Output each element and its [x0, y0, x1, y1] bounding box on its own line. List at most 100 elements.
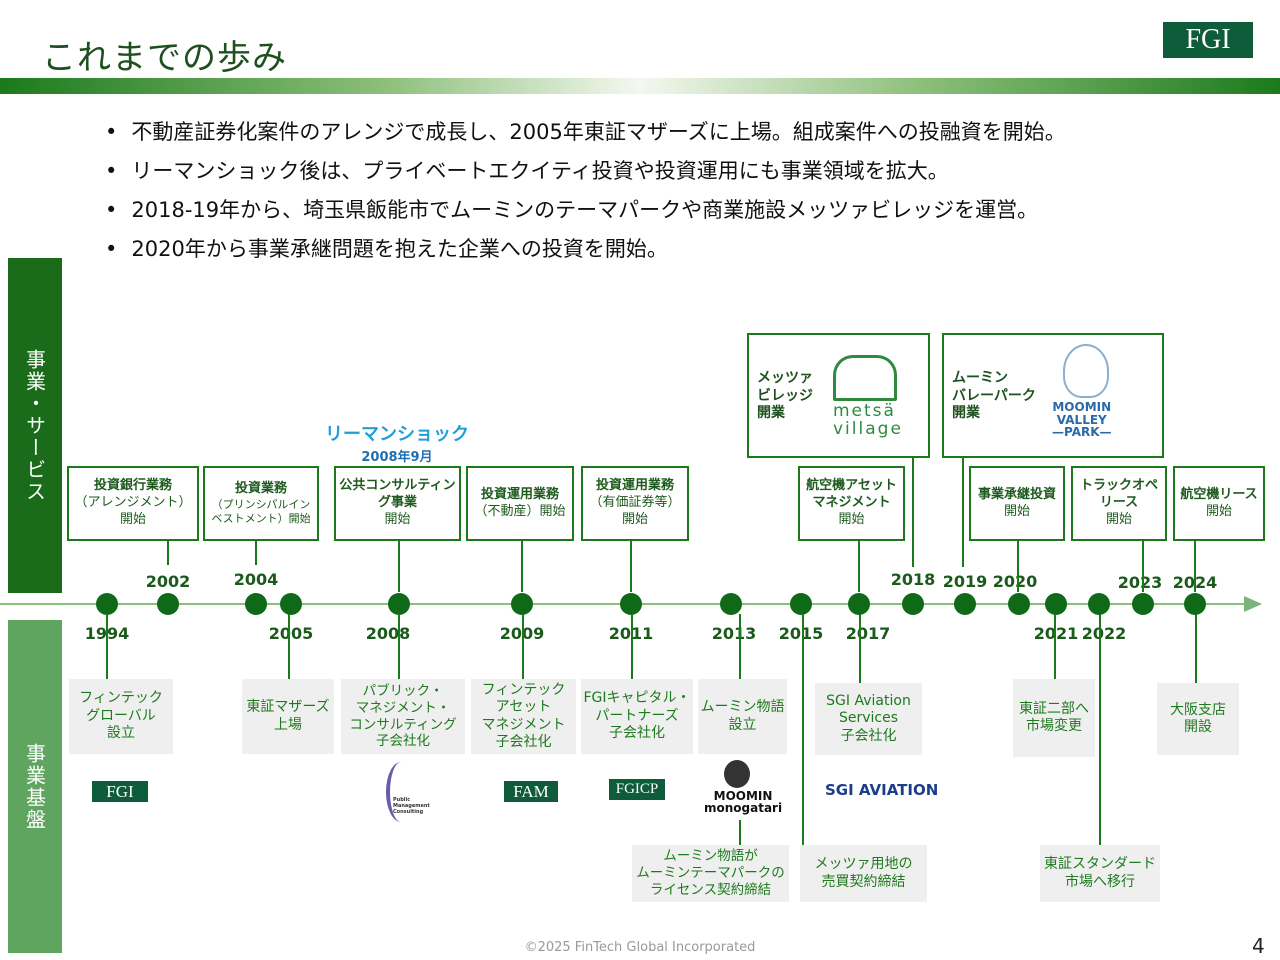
services-band-label: 事業・サービス [8, 258, 62, 593]
service-title: 公共コンサルティング事業 [339, 478, 456, 511]
service-subtitle: 開始 [1205, 503, 1232, 519]
service-subtitle: （アレンジメント） 開始 [74, 495, 192, 527]
page-title: これまでの歩み [42, 38, 287, 78]
connector-line [398, 540, 400, 592]
foundation-box: 東証二部へ 市場変更 [1013, 679, 1095, 757]
foundation-box: フィンテック アセット マネジメント 子会社化 [471, 679, 576, 754]
connector-line [167, 540, 169, 565]
service-box: 投資運用業務（不動産）開始 [466, 466, 574, 541]
connector-line [106, 614, 108, 679]
connector-line [962, 457, 964, 567]
foundation-band-label: 事業基盤 [8, 620, 62, 953]
arrow-right-icon [1244, 596, 1262, 612]
connector-line [1194, 540, 1196, 592]
service-subtitle: （不動産）開始 [474, 503, 566, 519]
connector-line [630, 540, 632, 592]
connector-line [859, 614, 861, 683]
title-gradient-bar [0, 78, 1280, 94]
copyright: ©2025 FinTech Global Incorporated [524, 940, 756, 955]
year-label: 2005 [268, 624, 314, 643]
service-box: 投資銀行業務（アレンジメント） 開始 [67, 466, 199, 541]
connector-line [521, 540, 523, 592]
service-subtitle: 開始 [838, 511, 865, 527]
timeline-dot [620, 593, 642, 615]
timeline-dot [157, 593, 179, 615]
service-box: 航空機リース開始 [1173, 466, 1265, 541]
connector-line [1099, 614, 1101, 845]
connector-line [912, 457, 914, 567]
foundation-box: 東証マザーズ 上場 [242, 679, 334, 754]
metsa-house-icon [833, 355, 897, 401]
timeline-dot [848, 593, 870, 615]
timeline-dot [1184, 593, 1206, 615]
bullet-item: リーマンショック後は、プライベートエクイティ投資や投資運用にも事業領域を拡大。 [105, 155, 948, 185]
metsa-village-logo: metsä village [833, 401, 903, 439]
page-number: 4 [1252, 934, 1265, 958]
connector-line [631, 614, 633, 679]
timeline-dot [720, 593, 742, 615]
timeline-dot [1132, 593, 1154, 615]
service-box: トラックオペリース開始 [1071, 466, 1167, 541]
timeline-dot [1045, 593, 1067, 615]
timeline-dot [954, 593, 976, 615]
connector-line [288, 614, 290, 679]
service-box: 公共コンサルティング事業開始 [334, 466, 461, 541]
fam-logo: FAM [504, 781, 558, 802]
connector-line [739, 820, 741, 845]
timeline-dot [96, 593, 118, 615]
service-subtitle: 開始 [384, 511, 411, 527]
service-subtitle: （プリンシパルインベストメント）開始 [211, 497, 311, 525]
foundation-box: 東証スタンダード 市場へ移行 [1040, 845, 1160, 902]
fgi-logo-small: FGI [92, 781, 148, 802]
connector-line [858, 540, 860, 592]
connector-line [255, 540, 257, 565]
service-title: 事業承継投資 [977, 486, 1056, 502]
service-title: 投資運用業務 [595, 478, 674, 494]
moomin-valley-park-logo: MOOMIN VALLEY —PARK— [1052, 400, 1112, 440]
year-label: 2021 [1033, 624, 1079, 643]
service-title: 投資銀行業務 [93, 478, 172, 494]
timeline-dot [245, 593, 267, 615]
foundation-box: ムーミン物語 設立 [698, 679, 787, 754]
connector-line [1195, 614, 1197, 683]
opening-label: メッツァ ビレッジ 開業 [757, 370, 813, 421]
bullet-item: 2018-19年から、埼玉県飯能市でムーミンのテーマパークや商業施設メッツァビレ… [105, 194, 1038, 224]
timeline-dot [790, 593, 812, 615]
sgi-aviation-logo: SGI AVIATION [825, 781, 939, 799]
year-label: 2018 [890, 570, 936, 589]
foundation-box: フィンテック グローバル 設立 [69, 679, 173, 754]
timeline-dot [280, 593, 302, 615]
fgicp-logo: FGICP [609, 779, 665, 800]
year-label: 2019 [942, 572, 988, 591]
connector-line [522, 614, 524, 679]
connector-line [398, 614, 400, 679]
foundation-box: パブリック・ マネジメント・ コンサルティング 子会社化 [341, 679, 465, 754]
service-subtitle: （有価証券等） 開始 [589, 495, 681, 527]
lehman-shock-label: リーマンショック 2008年9月 [325, 420, 469, 465]
foundation-box: 大阪支店 開設 [1157, 683, 1239, 755]
pmc-logo: Public Management Consulting [393, 797, 430, 815]
service-title: トラックオペリース [1079, 478, 1158, 511]
timeline-dot [902, 593, 924, 615]
connector-line [1054, 614, 1056, 679]
service-title: 航空機リース [1180, 486, 1258, 502]
service-box: 航空機アセットマネジメント開始 [798, 466, 905, 541]
year-label: 2004 [233, 570, 279, 589]
fgi-logo: FGI [1163, 22, 1253, 58]
connector-line [802, 614, 804, 845]
opening-box [942, 333, 1164, 458]
foundation-box: ムーミン物語が ムーミンテーマパークの ライセンス契約締結 [632, 845, 789, 902]
timeline-dot [388, 593, 410, 615]
year-label: 2020 [992, 572, 1038, 591]
service-box: 投資運用業務（有価証券等） 開始 [581, 466, 689, 541]
year-label: 2008 [365, 624, 411, 643]
service-title: 投資運用業務 [480, 486, 559, 502]
opening-label: ムーミン バレーパーク 開業 [952, 370, 1036, 421]
connector-line [1017, 540, 1019, 592]
pmc-swoosh-icon [386, 762, 416, 822]
year-label: 2015 [778, 624, 824, 643]
year-label: 2013 [711, 624, 757, 643]
foundation-box: メッツァ用地の 売買契約締結 [800, 845, 927, 902]
connector-line [1142, 540, 1144, 592]
lehman-title: リーマンショック [325, 424, 469, 445]
